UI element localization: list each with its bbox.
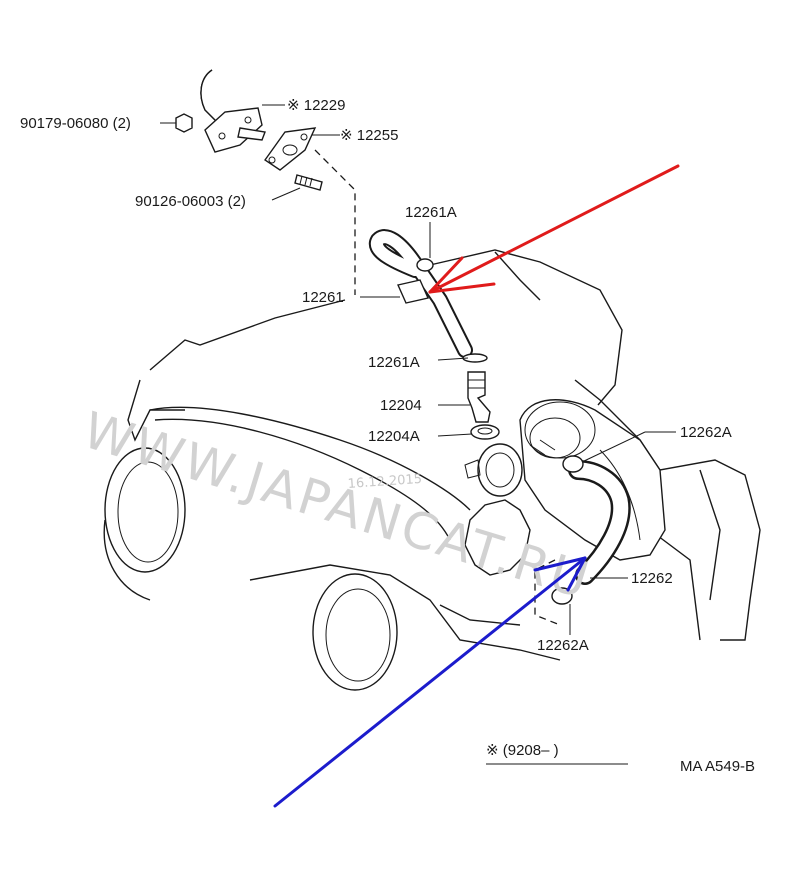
gasket-12255 [264,127,317,171]
footnote: ※ (9208– ) [486,742,559,759]
label-12255: ※ 12255 [340,127,398,144]
label-12204A: 12204A [368,428,420,445]
radiator-cap [464,499,531,576]
alignment-dash-upper [314,149,356,295]
oil-cap [464,443,523,497]
label-90126: 90126-06003 (2) [135,193,246,210]
clip-12262A-bottom [551,587,573,605]
hose-12262 [568,460,631,585]
label-12261A-bottom: 12261A [368,354,420,371]
clip-12262A-top [562,455,584,473]
label-12262: 12262 [631,570,673,587]
label-12262A-bottom: 12262A [537,637,589,654]
label-12229: ※ 12229 [287,97,345,114]
gasket-12204A [470,424,500,440]
blue-arrow [273,556,587,808]
clip-12261A-top [416,258,434,272]
headlight-right [312,573,398,691]
label-90179: 90179-06080 (2) [20,115,131,132]
nut-90179 [175,113,193,133]
red-arrow [428,164,680,294]
diagram-id: MA A549-B [680,758,755,775]
watermark-date: 16.12.2015 [347,472,422,492]
label-12261: 12261 [302,289,344,306]
union-12204 [467,371,491,423]
label-12261A-top: 12261A [405,204,457,221]
label-12262A-top: 12262A [680,424,732,441]
engine-outline [103,249,761,661]
leader-lines [160,104,676,635]
headlight-left [104,447,186,573]
label-12204: 12204 [380,397,422,414]
bracket-12229 [200,69,266,153]
stud-90126 [294,174,323,191]
hose-12261 [369,229,473,358]
